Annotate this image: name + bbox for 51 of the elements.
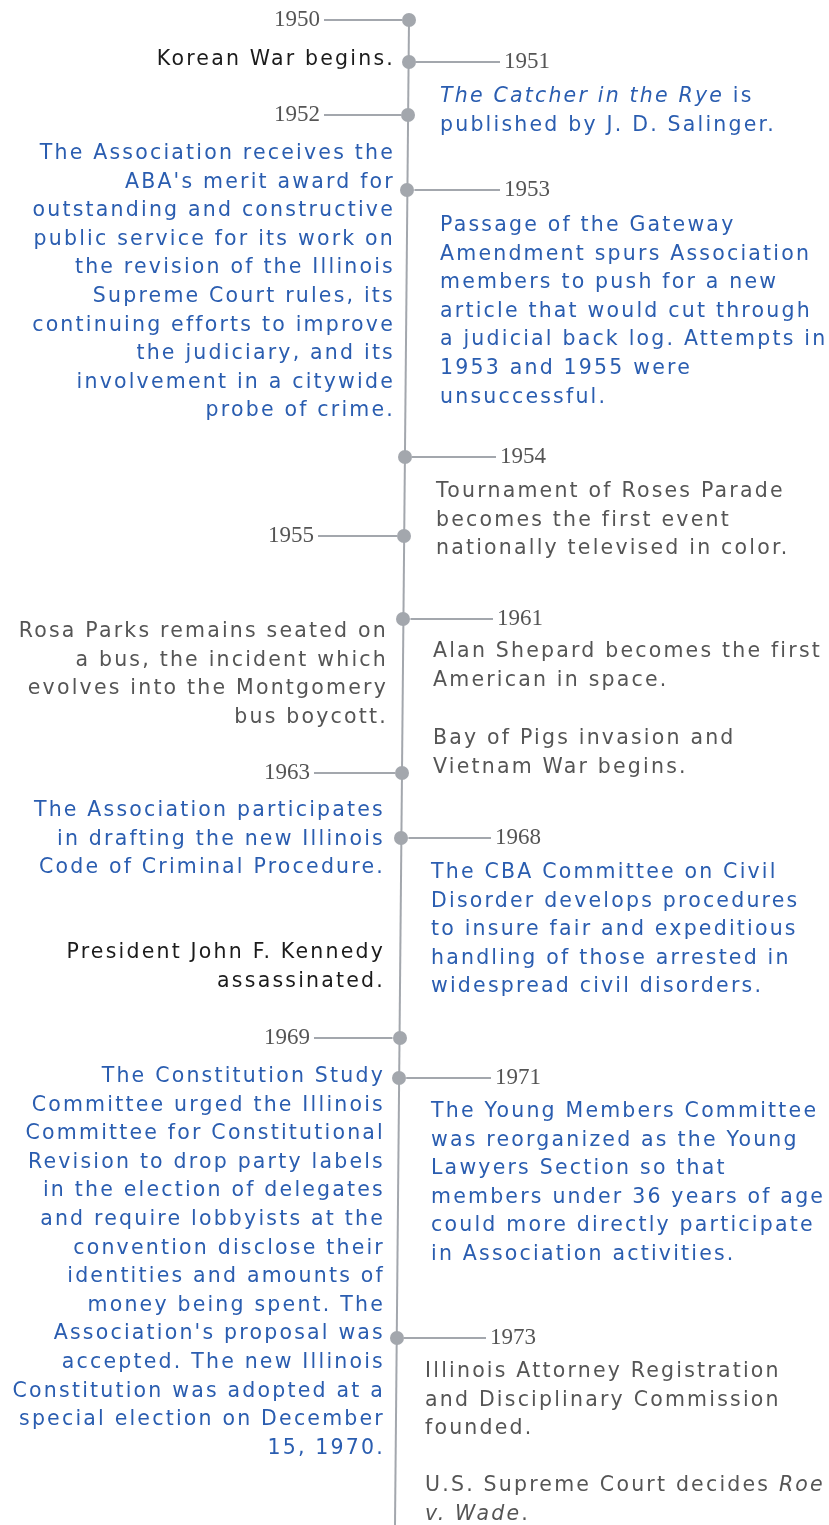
year-label: 1963 <box>264 759 310 785</box>
leader-line <box>409 618 494 620</box>
event-description: Korean War begins. <box>155 45 395 72</box>
timeline-dot <box>396 612 411 626</box>
leader-line <box>317 535 399 537</box>
leader-line <box>405 1077 492 1079</box>
leader-line <box>313 772 396 774</box>
leader-line <box>407 837 492 839</box>
year-label: 1971 <box>495 1064 541 1090</box>
timeline-dot <box>389 1331 404 1345</box>
year-label: 1955 <box>268 522 314 548</box>
event-description: Passage of the Gateway Amendment spurs Association members to push for a new article that would cut through a judicial back log. Attempts in 1953 and 1955 were unsuccessful. <box>440 211 829 410</box>
leader-line <box>402 1337 487 1339</box>
event-description: The CBA Committee on Civil Disorder develops procedures to insure fair and expeditious handling of those arrested in widespread civil disorders. <box>431 858 801 1000</box>
leader-line <box>410 456 497 458</box>
event-description: Tournament of Roses Parade becomes the first event nationally televised in color. <box>436 477 791 562</box>
event-description: The Association participates in drafting the new Illinois Code of Criminal Procedure. <box>32 796 385 881</box>
event-description: Bay of Pigs invasion and Vietnam War begins. <box>433 724 737 780</box>
year-label: 1953 <box>504 176 550 202</box>
event-description: President John F. Kennedy assassinated. <box>65 938 385 994</box>
timeline-dot <box>397 529 412 543</box>
event-description: The Constitution Study Committee urged the Illinois Committee for Constitutional Revision to drop party labels in the election of delegates and require lobbyists at the convention disclose their identities and amounts of money being spent. The Association's proposal was accepted. The new Illinois Constitution was adopted at a special election on December 15, 1970. <box>11 1062 385 1461</box>
event-description: U.S. Supreme Court decides Roe v. Wade. <box>425 1471 826 1525</box>
year-label: 1973 <box>490 1324 536 1350</box>
timeline-dot <box>402 13 416 27</box>
year-label: 1968 <box>495 824 541 850</box>
event-description: Illinois Attorney Registration and Disciplinary Commission founded. <box>425 1357 782 1442</box>
event-description: The Association receives the ABA's merit award for outstanding and constructive public service for its work on the revision of the Illinois Supreme Court rules, its continuing efforts to improve the judiciary, and its involvement in a citywide probe of crime. <box>31 139 395 424</box>
event-description: Rosa Parks remains seated on a bus, the incident which evolves into the Montgomery bus boycott. <box>17 617 388 730</box>
year-label: 1961 <box>497 605 543 631</box>
timeline-dot <box>401 55 416 69</box>
timeline-dot <box>394 831 409 845</box>
leader-line <box>313 1037 394 1039</box>
timeline-dot <box>395 766 409 780</box>
timeline-dot <box>392 1071 407 1085</box>
event-description: Alan Shepard becomes the first American in space. <box>433 637 823 693</box>
leader-line <box>323 19 403 21</box>
leader-line <box>414 61 501 63</box>
year-label: 1954 <box>500 443 546 469</box>
leader-line <box>413 189 501 191</box>
timeline-dot <box>400 183 415 197</box>
year-label: 1969 <box>264 1024 310 1050</box>
timeline-dot <box>392 1031 407 1045</box>
event-description: The Catcher in the Rye is published by J. D. Salinger. <box>440 82 778 138</box>
year-label: 1952 <box>274 101 320 127</box>
year-label: 1950 <box>274 6 320 32</box>
event-description: The Young Members Committee was reorganized as the Young Lawyers Section so that members under 36 years of age could more directly participate in Association activities. <box>431 1097 827 1267</box>
timeline-dot <box>397 450 412 464</box>
year-label: 1951 <box>504 48 550 74</box>
leader-line <box>323 114 403 116</box>
timeline-dot <box>401 108 416 122</box>
